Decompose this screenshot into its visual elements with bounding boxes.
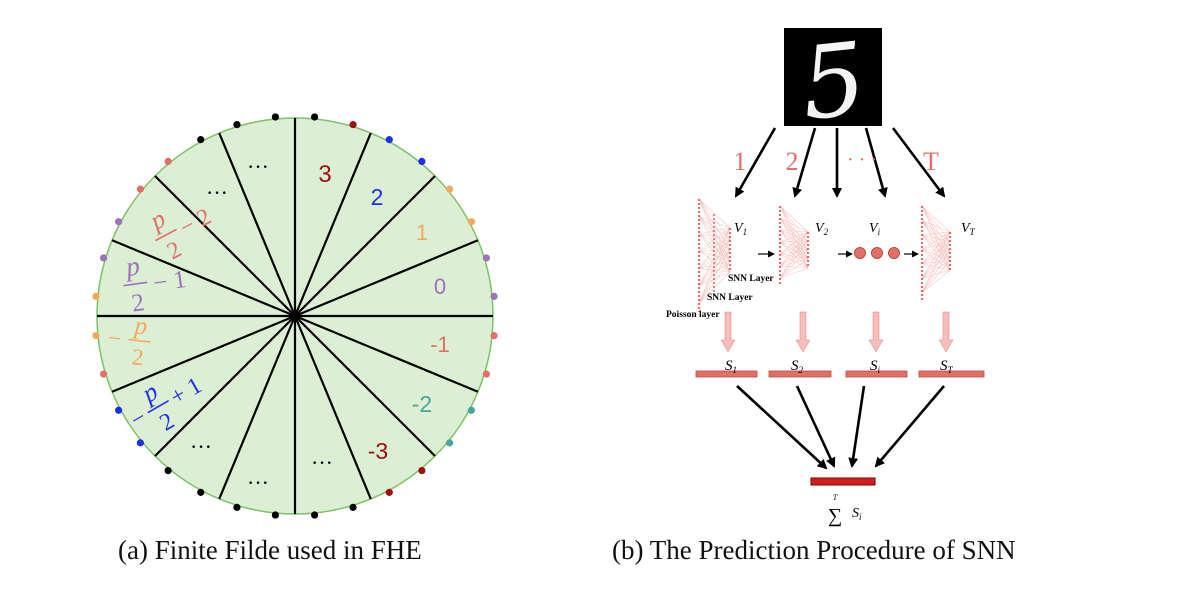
input-digit-image: 5 — [784, 20, 882, 143]
sum-label-T: ST — [940, 358, 954, 375]
time-label-2: 2 — [786, 147, 799, 176]
wheel-rim-dot — [490, 293, 497, 300]
total-sum-upper-limit: T — [833, 493, 838, 502]
caption-finite-field: (a) Finite Filde used in FHE — [118, 535, 422, 566]
network-block — [780, 206, 808, 284]
snn-diagram: 5 1 2 · · · T — [666, 20, 984, 527]
wheel-label-minus-3: -3 — [368, 438, 388, 464]
wheel-rim-dot — [272, 113, 279, 120]
wheel-rim-dot — [311, 113, 318, 120]
wheel-label-ellipsis-top-left: ··· — [206, 180, 228, 205]
svg-text:5: 5 — [796, 20, 872, 143]
wheel-rim-dot — [100, 370, 107, 377]
wheel-rim-dot — [233, 504, 240, 511]
wheel-rim-dot — [418, 158, 425, 165]
time-label-ellipsis: · · · — [847, 149, 877, 171]
wheel-rim-dot — [483, 370, 490, 377]
wheel-rim-dot — [92, 332, 99, 339]
total-sum-term: Si — [852, 506, 862, 522]
caption-snn-prediction: (b) The Prediction Procedure of SNN — [612, 535, 1016, 566]
wheel-rim-dot — [386, 136, 393, 143]
wheel-spokes — [97, 118, 493, 514]
wheel-label-minus-1: -1 — [430, 332, 450, 357]
wheel-rim-dot — [137, 186, 144, 193]
wheel-rim-dot — [446, 439, 453, 446]
wheel-rim-dot — [197, 489, 204, 496]
wheel-rim-dot — [446, 186, 453, 193]
voltage-label-T: VT — [961, 221, 976, 237]
wheel-label-ellipsis-top: ··· — [247, 154, 269, 179]
agg-arrow-i — [852, 386, 864, 466]
wheel-rim-dot — [92, 293, 99, 300]
output-arrow — [796, 312, 810, 352]
sum-label-2: S2 — [791, 358, 804, 375]
output-arrows — [721, 312, 953, 352]
wheel-label-1: 1 — [416, 220, 428, 245]
wheel-rim-dot — [349, 504, 356, 511]
output-arrow — [721, 312, 735, 352]
voltage-label-2: V2 — [815, 221, 829, 237]
wheel-rim-dot — [100, 254, 107, 261]
total-sum-label: T ∑ Si — [828, 493, 862, 527]
snn-layer-label-2: SNN Layer — [707, 293, 753, 303]
total-sum-bar — [811, 478, 875, 485]
svg-text:−: − — [106, 326, 122, 353]
sum-label-1: S1 — [725, 358, 737, 375]
wheel-rim-dot — [233, 121, 240, 128]
wheel-rim-dot — [386, 489, 393, 496]
wheel-rim-dot — [197, 136, 204, 143]
svg-text:− 1: − 1 — [152, 266, 188, 297]
sum-label-i: Si — [870, 358, 881, 375]
time-label-1: 1 — [734, 147, 747, 176]
snn-layer-label-1: SNN Layer — [728, 274, 774, 284]
wheel-rim-dot — [165, 158, 172, 165]
agg-arrow-1 — [737, 386, 826, 468]
voltage-label-1: V1 — [734, 221, 747, 237]
voltage-label-i: Vi — [869, 221, 881, 237]
output-arrow — [939, 312, 953, 352]
ellipsis-dots — [855, 248, 900, 259]
wheel-label-ellipsis-bottom: ··· — [247, 470, 269, 495]
wheel-rim-dot — [311, 511, 318, 518]
agg-arrow-2 — [797, 386, 834, 466]
wheel-rim-dot — [468, 407, 475, 414]
layer-labels: SNN Layer SNN Layer Poisson layer — [666, 274, 774, 320]
wheel-label-minus-2: -2 — [412, 391, 432, 417]
output-arrow — [869, 312, 883, 352]
wheel-label-0: 0 — [434, 274, 446, 299]
wheel-rim-dot — [137, 439, 144, 446]
wheel-rim-dot — [490, 332, 497, 339]
wheel-label-2: 2 — [371, 184, 384, 210]
total-sum-sigma: ∑ — [828, 505, 842, 527]
voltage-labels: V1 V2 Vi VT — [734, 221, 976, 237]
time-label-T: T — [923, 147, 939, 176]
wheel-label-ellipsis-bottom-left: ··· — [190, 434, 212, 459]
wheel-label-ellipsis-bottom-right: ··· — [311, 450, 333, 475]
wheel-rim-dot — [468, 218, 475, 225]
aggregation-arrows — [737, 386, 944, 468]
finite-field-wheel: 3 2 1 0 -1 -2 -3 ··· ··· ··· ··· ··· p 2… — [92, 113, 497, 518]
wheel-rim-dot — [272, 511, 279, 518]
wheel-rim-dot — [349, 121, 356, 128]
wheel-rim-dot — [115, 218, 122, 225]
wheel-label-3: 3 — [318, 161, 331, 188]
wheel-rim-dot — [115, 407, 122, 414]
network-block — [922, 206, 950, 300]
wheel-rim-dot — [165, 467, 172, 474]
agg-arrow-T — [876, 386, 944, 466]
poisson-layer-label: Poisson layer — [666, 310, 720, 320]
wheel-rim-dot — [418, 467, 425, 474]
wheel-rim-dot — [483, 254, 490, 261]
